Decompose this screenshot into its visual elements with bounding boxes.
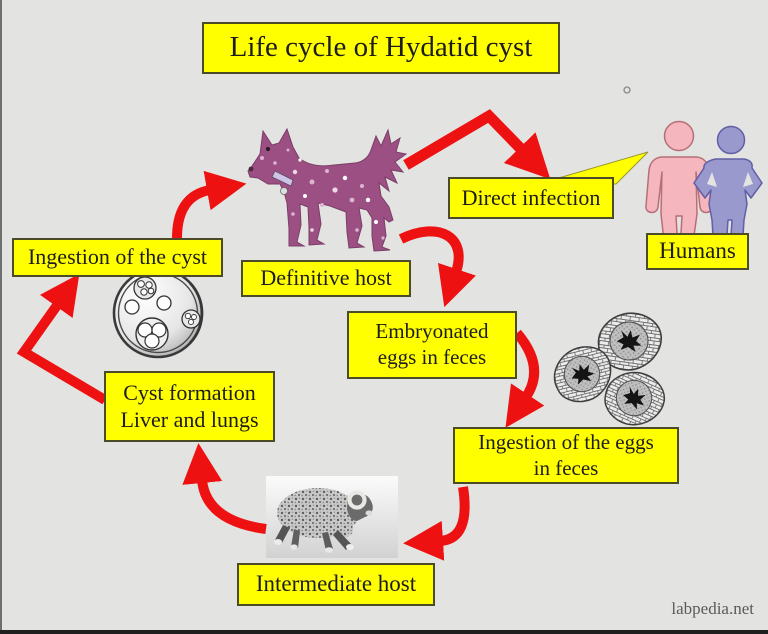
label-definitive-host: Definitive host [241,260,411,297]
cyst-illustration [112,267,204,359]
dog-collar [271,170,294,187]
arrow-ingestion-to-sheep [403,486,470,561]
eggs-illustration [553,312,665,426]
watermark: labpedia.net [671,599,754,618]
label-ingestion-of-the-eggs-in-feces: Ingestion of the eggs in feces [453,427,679,484]
dog-illustration [247,127,408,252]
diagram-title-text: Life cycle of Hydatid cyst [229,31,533,64]
label-text: Direct infection [461,184,601,210]
small-circle-mark [623,86,631,94]
label-direct-infection: Direct infection [448,177,614,219]
arrow-dog-to-eggs [398,226,476,308]
arrow-eggs-to-ingestion [505,329,545,428]
image-left-edge [0,0,2,634]
label-text-line2: in feces [533,455,599,480]
label-text-line2: eggs in feces [377,345,487,369]
label-text-line1: Cyst formation [123,379,256,405]
diagram-title: Life cycle of Hydatid cyst [202,22,560,74]
label-text-line2: Liver and lungs [120,406,259,432]
dog-spots [260,148,385,240]
label-text-line1: Embryonated [375,319,489,344]
label-cyst-formation-liver-and-lungs: Cyst formation Liver and lungs [104,371,275,442]
label-humans: Humans [646,233,749,270]
arrow-sheep-to-cyst-formation [182,443,267,534]
arrow-cyst-formation-to-ingestion-cyst [16,273,108,405]
label-text: Humans [659,238,736,264]
sheep-illustration [266,476,398,558]
label-text: Intermediate host [255,571,417,597]
label-ingestion-of-the-cyst: Ingestion of the cyst [12,238,223,277]
arrow-dog-to-direct-infection [403,109,551,180]
label-text-line1: Ingestion of the eggs [478,429,654,454]
label-embryonated-eggs-in-feces: Embryonated eggs in feces [347,311,517,379]
human-purple-figure [693,125,763,253]
label-text: Definitive host [260,265,392,291]
label-intermediate-host: Intermediate host [237,563,435,606]
image-bottom-edge [0,630,768,634]
label-text: Ingestion of the cyst [27,244,208,270]
arrow-cyst-to-dog [171,170,247,242]
